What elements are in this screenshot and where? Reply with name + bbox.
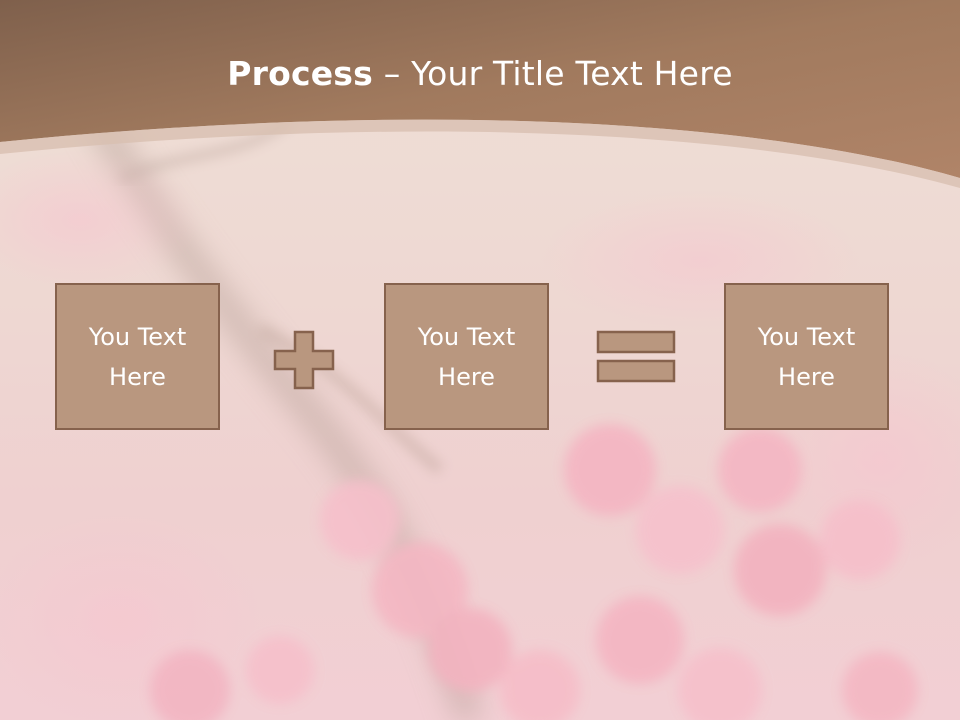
box-text-line1: You Text <box>417 322 516 351</box>
process-box-text: You Text Here <box>89 317 187 397</box>
equals-icon <box>596 330 676 383</box>
title-bold: Process <box>227 54 373 93</box>
box-text-line1: You Text <box>757 322 856 351</box>
process-box-2[interactable]: You Text Here <box>384 283 549 430</box>
title-rest: Your Title Text Here <box>411 54 733 93</box>
blossom-cluster <box>150 424 918 720</box>
box-text-line2: Here <box>438 362 495 391</box>
slide-title: Process – Your Title Text Here <box>0 52 960 96</box>
box-text-line1: You Text <box>88 322 187 351</box>
header-band <box>0 0 960 178</box>
process-box-3[interactable]: You Text Here <box>724 283 889 430</box>
box-text-line2: Here <box>109 362 166 391</box>
title-separator: – <box>373 54 412 93</box>
process-box-text: You Text Here <box>758 317 856 397</box>
process-box-text: You Text Here <box>418 317 516 397</box>
plus-icon <box>273 330 335 390</box>
process-box-1[interactable]: You Text Here <box>55 283 220 430</box>
box-text-line2: Here <box>778 362 835 391</box>
